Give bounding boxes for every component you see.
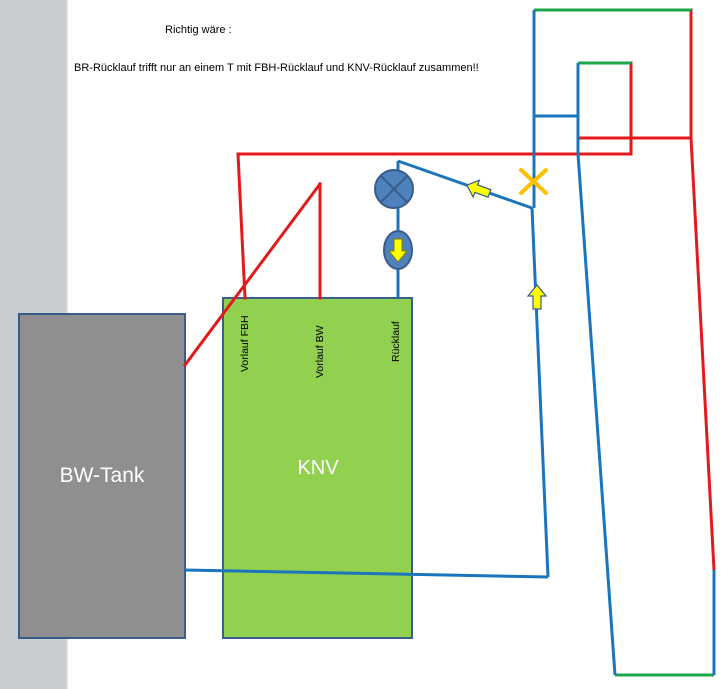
flow-arrow-icon [466, 179, 492, 199]
note-body: BR-Rücklauf trifft nur an einem T mit FB… [74, 62, 479, 74]
port-label-ruecklauf: Rücklauf [390, 321, 402, 362]
pump-down-arrow-icon [383, 230, 413, 270]
port-label-vorlauf-fbh: Vorlauf FBH [239, 315, 251, 372]
bw-tank-label: BW-Tank [60, 464, 145, 487]
supply-pipe-radiator-link [578, 8, 693, 140]
knv-unit [222, 297, 413, 639]
return-pipe-diagonal [397, 159, 533, 210]
return-pipe-tank [184, 568, 549, 579]
note-title: Richtig wäre : [165, 24, 232, 36]
supply-pipe-outer [689, 136, 716, 572]
return-pipe-outer-diagonal [576, 153, 617, 676]
return-pipe-main-lower [530, 207, 550, 578]
supply-pipe-bw-diagonal [182, 181, 323, 368]
x-mark-icon [519, 168, 548, 195]
knv-label: KNV [297, 457, 339, 479]
bw-tank [18, 313, 186, 639]
flow-arrow-icon [526, 284, 548, 310]
supply-pipe-fbh [236, 61, 633, 300]
port-label-vorlauf-bw: Vorlauf BW [314, 325, 326, 378]
valve-x-icon [374, 169, 414, 209]
